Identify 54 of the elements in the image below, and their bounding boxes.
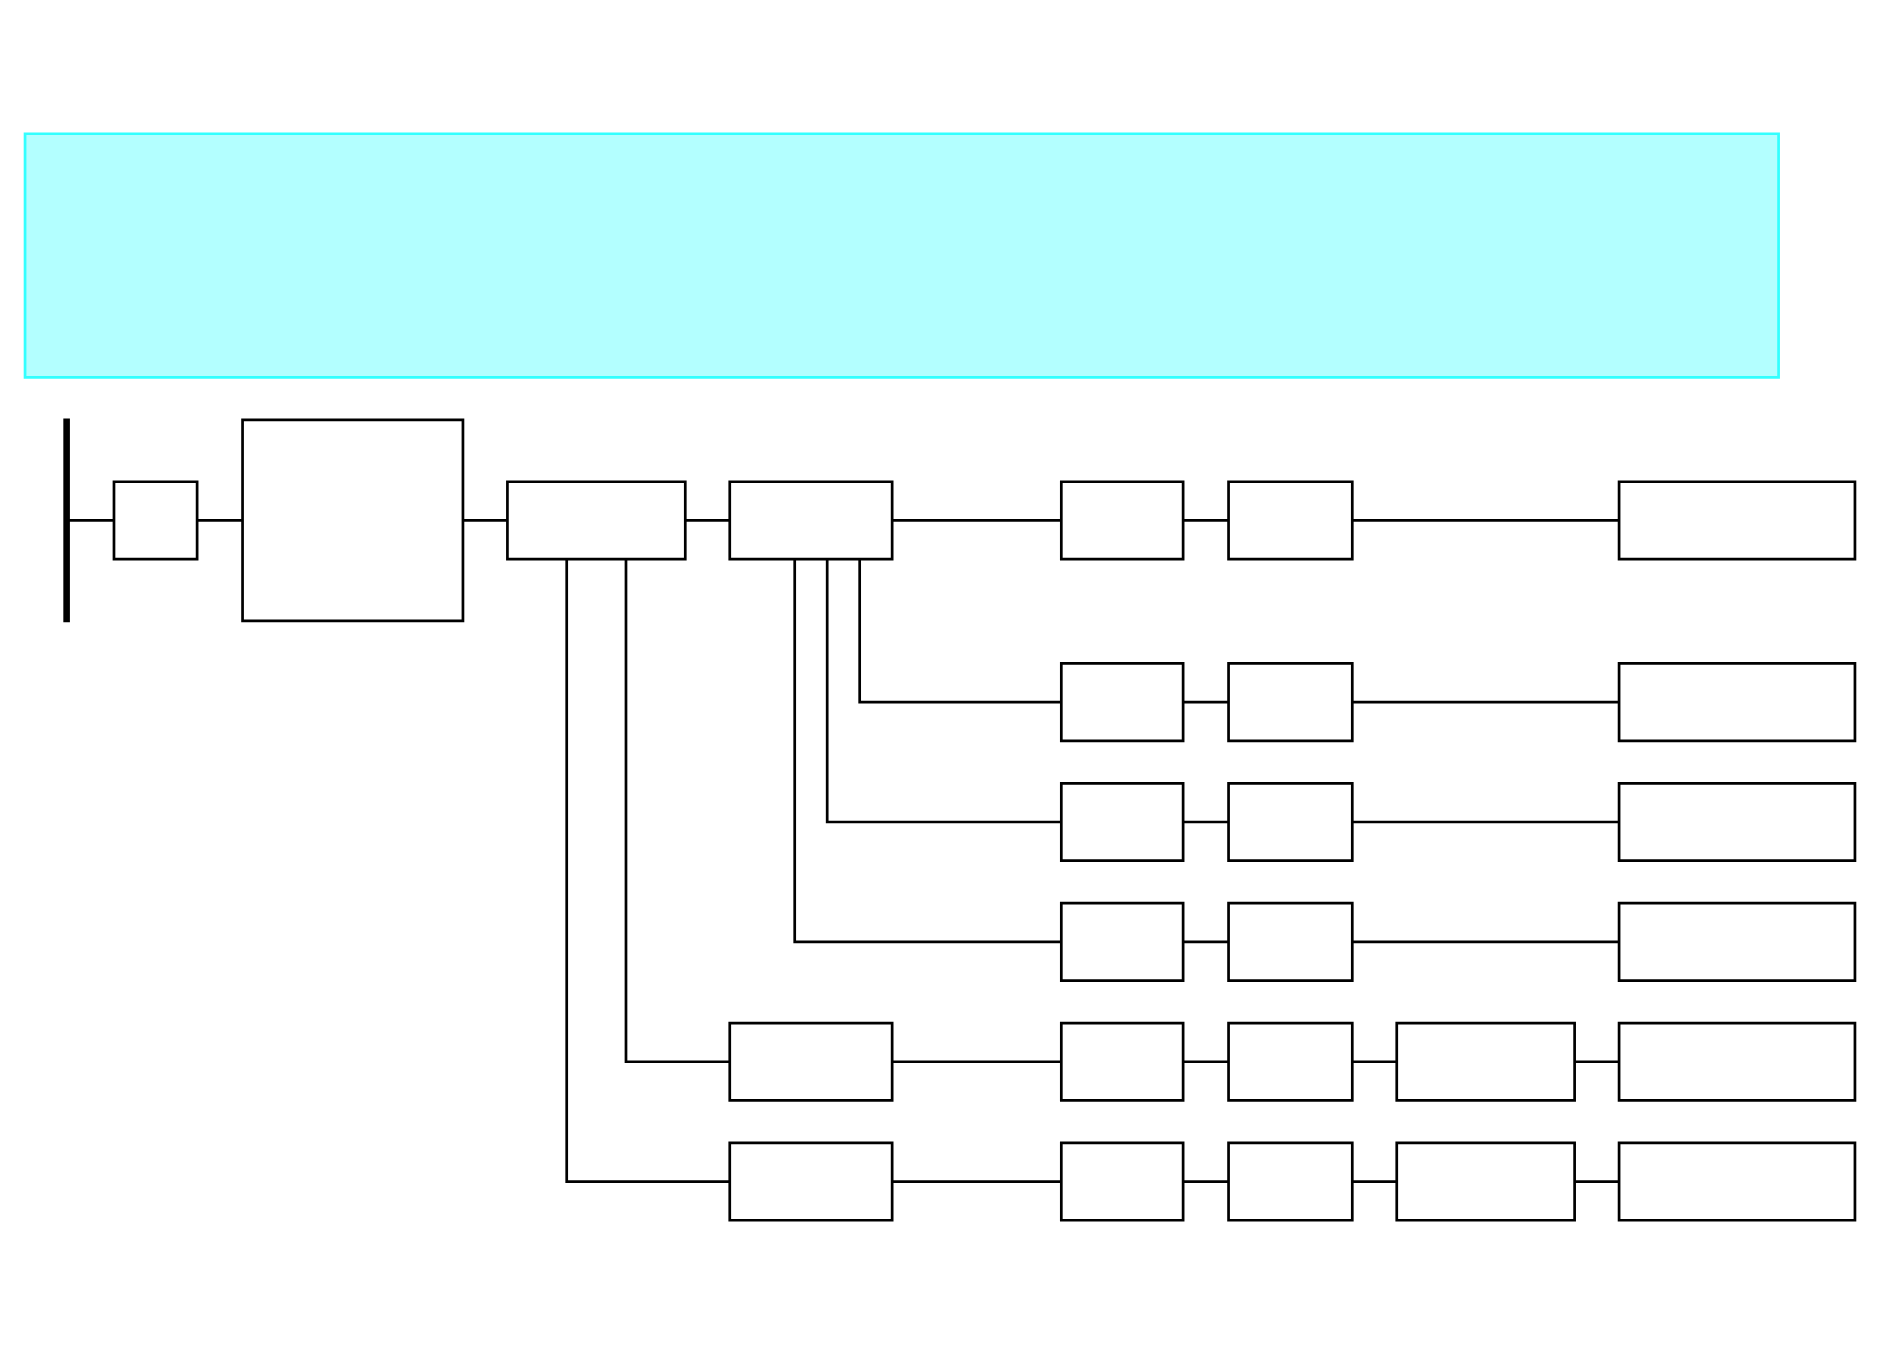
node-box [1617, 780, 1857, 862]
connector [1352, 1059, 1397, 1063]
connector [1352, 819, 1619, 823]
node-box [728, 479, 894, 560]
node-box [1059, 479, 1185, 560]
node-box [1227, 780, 1354, 862]
connector [1183, 1059, 1229, 1063]
node-box [1227, 1020, 1354, 1101]
connector [892, 1179, 1062, 1182]
connector [793, 558, 1061, 943]
node-box [1227, 1140, 1354, 1221]
node-box [1617, 661, 1857, 742]
node-box [1227, 900, 1354, 981]
connector [685, 518, 730, 521]
node-box [1395, 1140, 1576, 1221]
connector [825, 558, 1062, 823]
node-box [1227, 479, 1354, 560]
node-box [1059, 661, 1185, 742]
node-box [1227, 661, 1354, 742]
node-box [1617, 900, 1857, 981]
connector [68, 518, 114, 521]
node-box [1059, 1020, 1185, 1101]
connector [1183, 819, 1229, 823]
node-box [728, 1140, 894, 1221]
node-box [1059, 1140, 1185, 1221]
connector [892, 518, 1062, 521]
connector [1183, 1179, 1229, 1182]
connector [1352, 518, 1619, 521]
node-box [506, 479, 687, 560]
connector [1352, 699, 1619, 703]
node-box [1617, 479, 1857, 560]
connector [463, 518, 507, 521]
node-box [1059, 780, 1185, 862]
connector [1352, 939, 1619, 943]
node-box [241, 417, 465, 622]
connector [1575, 1179, 1619, 1182]
node-bar [63, 417, 70, 622]
connector [1183, 939, 1229, 943]
connector [1183, 699, 1229, 703]
connector [1183, 518, 1229, 521]
connector [1352, 1179, 1397, 1182]
connector [624, 558, 730, 1063]
connector [892, 1059, 1062, 1063]
node-bar [23, 131, 1780, 378]
node-box [1059, 900, 1185, 981]
node-box [728, 1020, 894, 1101]
connector [858, 558, 1061, 703]
connector [565, 558, 730, 1182]
node-box [1617, 1140, 1857, 1221]
node-box [1617, 1020, 1857, 1101]
node-box [1395, 1020, 1576, 1101]
connector [197, 518, 243, 521]
connector [1575, 1059, 1619, 1063]
node-box [112, 479, 199, 560]
